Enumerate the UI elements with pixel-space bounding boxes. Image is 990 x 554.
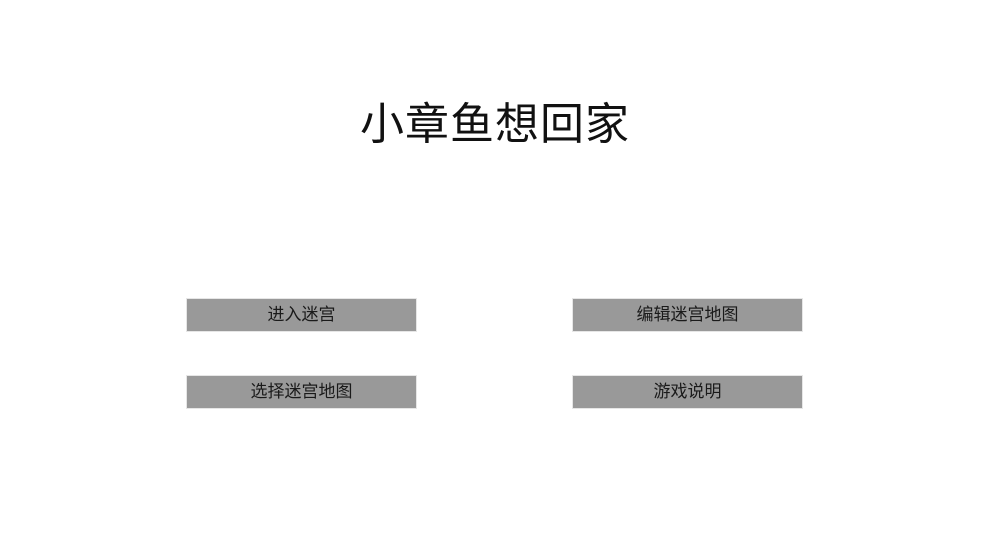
enter-maze-button[interactable]: 进入迷宫 <box>186 298 417 332</box>
game-instructions-button[interactable]: 游戏说明 <box>572 375 803 409</box>
game-title: 小章鱼想回家 <box>360 99 630 150</box>
select-maze-map-button[interactable]: 选择迷宫地图 <box>186 375 417 409</box>
edit-maze-map-button[interactable]: 编辑迷宫地图 <box>572 298 803 332</box>
